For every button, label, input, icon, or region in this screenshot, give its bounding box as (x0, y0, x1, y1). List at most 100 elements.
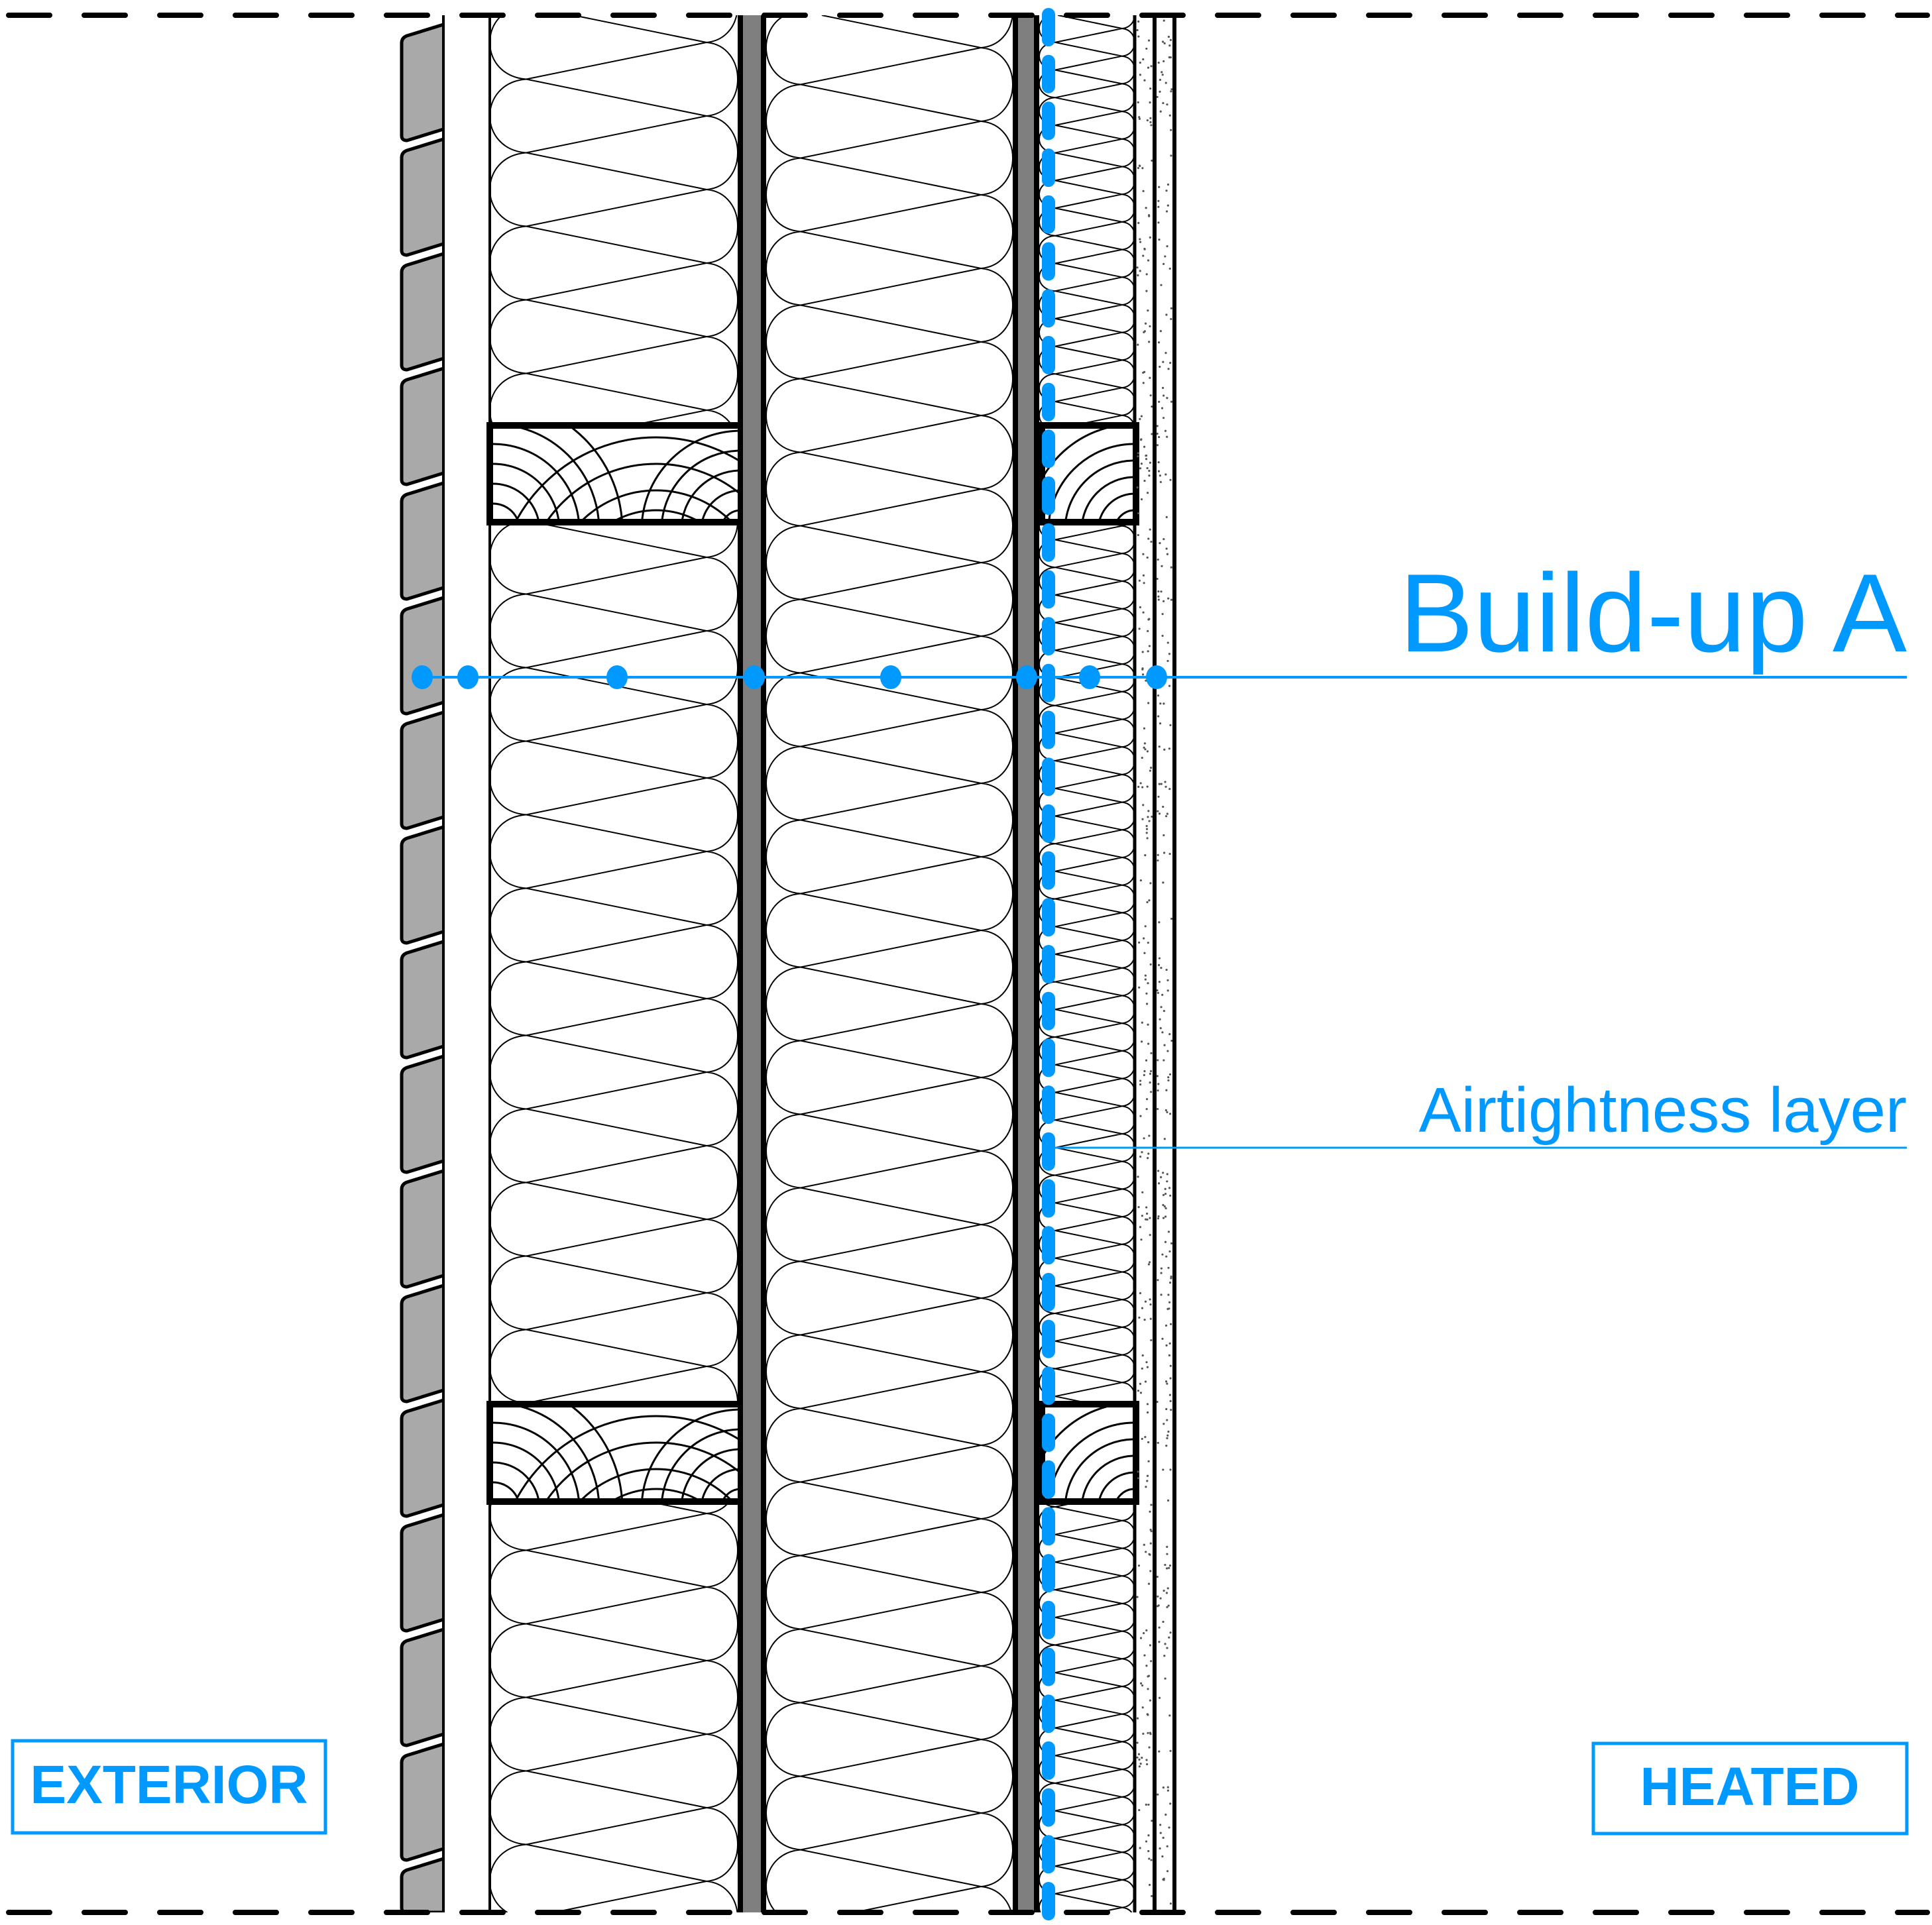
plaster-dot (1137, 20, 1140, 23)
insulation-zigzag (1054, 15, 1123, 1912)
plaster-dot (1156, 1575, 1159, 1578)
plaster-dot (1166, 1789, 1169, 1792)
plaster-dot (1144, 1300, 1147, 1303)
plaster-dot (1164, 1187, 1166, 1190)
airtight-dash (1042, 242, 1055, 281)
plaster-dot (1149, 1510, 1151, 1513)
plaster-dot (1142, 553, 1145, 555)
plaster-dot (1139, 1682, 1143, 1684)
plaster-dot (1158, 435, 1161, 439)
plaster-dot (1147, 630, 1149, 632)
plaster-dot (1147, 1582, 1151, 1585)
airtight-dash (1042, 1600, 1055, 1639)
plaster-dot (1139, 782, 1142, 785)
grain-arc (590, 1509, 722, 1641)
plaster-dot (1146, 1212, 1149, 1215)
plaster-dot (1149, 1217, 1151, 1219)
plaster-dot (1146, 785, 1149, 788)
plaster-dot (1141, 651, 1144, 653)
plaster-dot (1159, 78, 1162, 82)
airtight-dash (1042, 1038, 1055, 1077)
plaster-dot (1165, 210, 1168, 213)
plaster-dot (1139, 241, 1142, 243)
plaster-dot (1148, 618, 1151, 620)
plaster-dot (1142, 190, 1145, 192)
plaster-dot (1163, 1423, 1165, 1425)
plaster-dot (1167, 35, 1170, 38)
cladding-tile (400, 1627, 444, 1747)
plaster-dot (1136, 1717, 1139, 1720)
plaster-dot (1161, 565, 1163, 567)
plaster-dot (1149, 121, 1152, 124)
plaster-dot (1161, 71, 1163, 74)
layer-point-dot (412, 665, 433, 689)
plaster-dot (1141, 668, 1144, 671)
plaster-dot (1164, 1240, 1167, 1243)
plaster-dot (1163, 852, 1166, 854)
plaster-dot (1149, 325, 1151, 328)
plaster-dot (1149, 1644, 1152, 1647)
plaster-dot (1166, 1545, 1168, 1548)
plaster-dot (1163, 834, 1165, 837)
plaster-dot (1157, 205, 1160, 208)
plaster-dot (1148, 469, 1151, 472)
plaster-dot (1169, 1902, 1172, 1905)
plaster-dot (1168, 1032, 1171, 1036)
plaster-dot (1141, 1151, 1143, 1154)
plaster-dot (1170, 317, 1172, 321)
plaster-dot (1156, 425, 1159, 427)
airtight-dash (1042, 523, 1055, 562)
plaster-dot (1147, 1042, 1150, 1045)
plaster-dot (1139, 1762, 1142, 1765)
plaster-dot (1137, 166, 1140, 170)
plaster-dot (1159, 702, 1162, 705)
plaster-dot (1166, 1382, 1168, 1385)
plaster-dot (1158, 957, 1161, 960)
plaster-dot (1147, 650, 1149, 653)
airtight-dash (1042, 1835, 1055, 1874)
cladding-tile (400, 481, 444, 601)
heated-box (1591, 1741, 1909, 1836)
plaster-dot (1137, 512, 1140, 515)
plaster-dot (1166, 1845, 1168, 1847)
plaster-dot (1165, 82, 1167, 84)
plaster-dot (1144, 322, 1147, 325)
plaster-dot (1141, 1191, 1144, 1193)
plaster-dot (1157, 199, 1160, 202)
plaster-dot (1170, 307, 1172, 309)
plaster-dot (1159, 1597, 1162, 1600)
plaster-dot (1141, 1757, 1143, 1759)
plaster-dot (1145, 1759, 1148, 1761)
plaster-dot (1149, 963, 1152, 966)
airtight-dash (1042, 1647, 1055, 1686)
plaster-dot (1145, 458, 1148, 461)
plaster-dot (1141, 818, 1144, 820)
plaster-dot (1145, 992, 1148, 995)
plaster-dot (1137, 1477, 1140, 1480)
plaster-dot (1143, 479, 1146, 482)
plaster-dot (1169, 362, 1172, 364)
plaster-dot (1161, 386, 1165, 389)
plaster-dot (1146, 1403, 1149, 1405)
plaster-dot (1151, 406, 1153, 408)
section-boundary-lines (6, 13, 1930, 1915)
timber-batten (1039, 422, 1139, 525)
plaster-dot (1143, 1137, 1145, 1140)
cladding-tile (400, 1054, 444, 1174)
plaster-dot (1157, 1217, 1160, 1220)
cladding-tile (400, 710, 444, 830)
layer-point-dot (1146, 665, 1167, 689)
plaster-dot (1139, 467, 1142, 470)
grain-arc (547, 463, 738, 519)
plaster-dot (1137, 1753, 1141, 1755)
plaster-dot (1149, 528, 1151, 531)
plaster-dot (1147, 982, 1149, 985)
plaster-dot (1146, 1218, 1149, 1221)
airtight-dash (1042, 945, 1055, 983)
heated-label: HEATED (1640, 1757, 1859, 1817)
plaster-dot (1137, 1206, 1140, 1209)
plaster-dot (1148, 341, 1151, 343)
plaster-dot (1147, 1732, 1149, 1734)
plaster-dot (1145, 832, 1148, 834)
plaster-dot (1143, 1070, 1146, 1073)
